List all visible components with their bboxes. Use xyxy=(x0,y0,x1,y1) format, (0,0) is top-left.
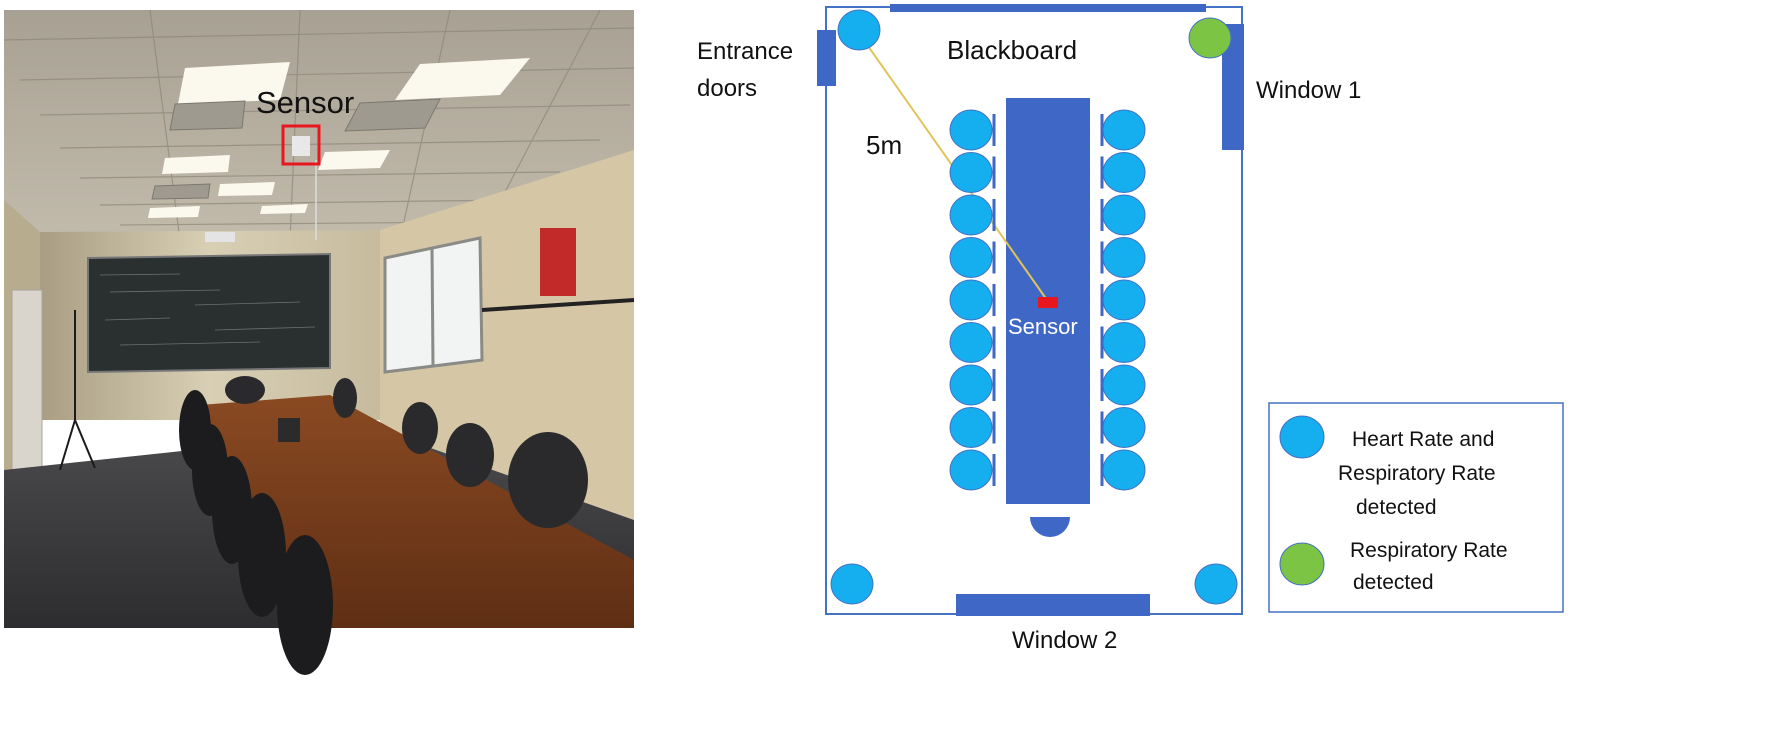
legend-rr-label: Respiratory Rate detected xyxy=(1350,539,1513,594)
legend-hr-rr-label: Heart Rate and Respiratory Rate detected xyxy=(1338,428,1501,519)
seat-left-2 xyxy=(949,152,993,193)
blackboard-label: Blackboard xyxy=(947,35,1077,65)
seat-right-1 xyxy=(1102,109,1146,151)
sensor-device xyxy=(292,136,310,156)
seat-right-9 xyxy=(1102,449,1146,491)
window-1-bar xyxy=(1222,24,1244,150)
ceiling-lights xyxy=(148,58,530,218)
seat-left-8 xyxy=(949,407,993,448)
window-2-label: Window 2 xyxy=(1012,627,1117,654)
corner-seat-top-left xyxy=(837,9,881,51)
laptop xyxy=(278,418,300,442)
distance-line xyxy=(867,45,1048,301)
corner-seat-bottom-right xyxy=(1194,563,1238,605)
wall-poster xyxy=(540,228,576,296)
projector xyxy=(205,232,235,242)
legend-box xyxy=(1268,402,1564,613)
chairs-right xyxy=(225,376,588,528)
seat-left-1 xyxy=(949,109,993,151)
seat-left-7 xyxy=(949,364,993,406)
blackboard-bar xyxy=(890,4,1206,12)
sensor-box xyxy=(281,124,321,166)
seat-left-6 xyxy=(949,322,993,363)
seat-left-9 xyxy=(949,449,993,491)
table-end-seat xyxy=(1030,517,1070,537)
distance-label: 5m xyxy=(866,130,902,160)
corner-seat-top-right xyxy=(1188,17,1232,59)
room-photo: Sensor xyxy=(3,9,635,675)
blackboard xyxy=(87,252,331,374)
seat-right-3 xyxy=(1102,194,1146,236)
corner-seat-bottom-left xyxy=(830,563,874,605)
plan-sensor-marker xyxy=(1038,297,1058,308)
seat-left-3 xyxy=(949,194,993,236)
chalk-marks xyxy=(99,273,316,346)
sensor-photo-label: Sensor xyxy=(256,85,354,120)
seat-right-6 xyxy=(1102,322,1146,363)
seat-right-2 xyxy=(1102,152,1146,193)
legend-hr-rr-swatch xyxy=(1279,415,1325,459)
legend-rr-swatch xyxy=(1279,542,1325,586)
plan-sensor-label: Sensor xyxy=(1008,314,1078,339)
tripod xyxy=(59,310,96,471)
room-outline xyxy=(825,6,1243,615)
seat-right-8 xyxy=(1102,407,1146,448)
chairs-left xyxy=(179,390,333,675)
entrance-doors-bar xyxy=(817,30,836,86)
seat-right-7 xyxy=(1102,364,1146,406)
entrance-label: Entrance doors xyxy=(697,38,800,102)
seats xyxy=(830,9,1238,605)
seat-left-5 xyxy=(949,279,993,321)
door xyxy=(11,289,43,471)
plan-table xyxy=(1006,98,1090,504)
coat-rack xyxy=(481,298,635,312)
window-2-bar xyxy=(956,594,1150,616)
seat-left-4 xyxy=(949,237,993,278)
ceiling-vents xyxy=(151,98,441,200)
window-1-label: Window 1 xyxy=(1256,77,1361,104)
seat-right-5 xyxy=(1102,279,1146,321)
seat-right-4 xyxy=(1102,237,1146,278)
